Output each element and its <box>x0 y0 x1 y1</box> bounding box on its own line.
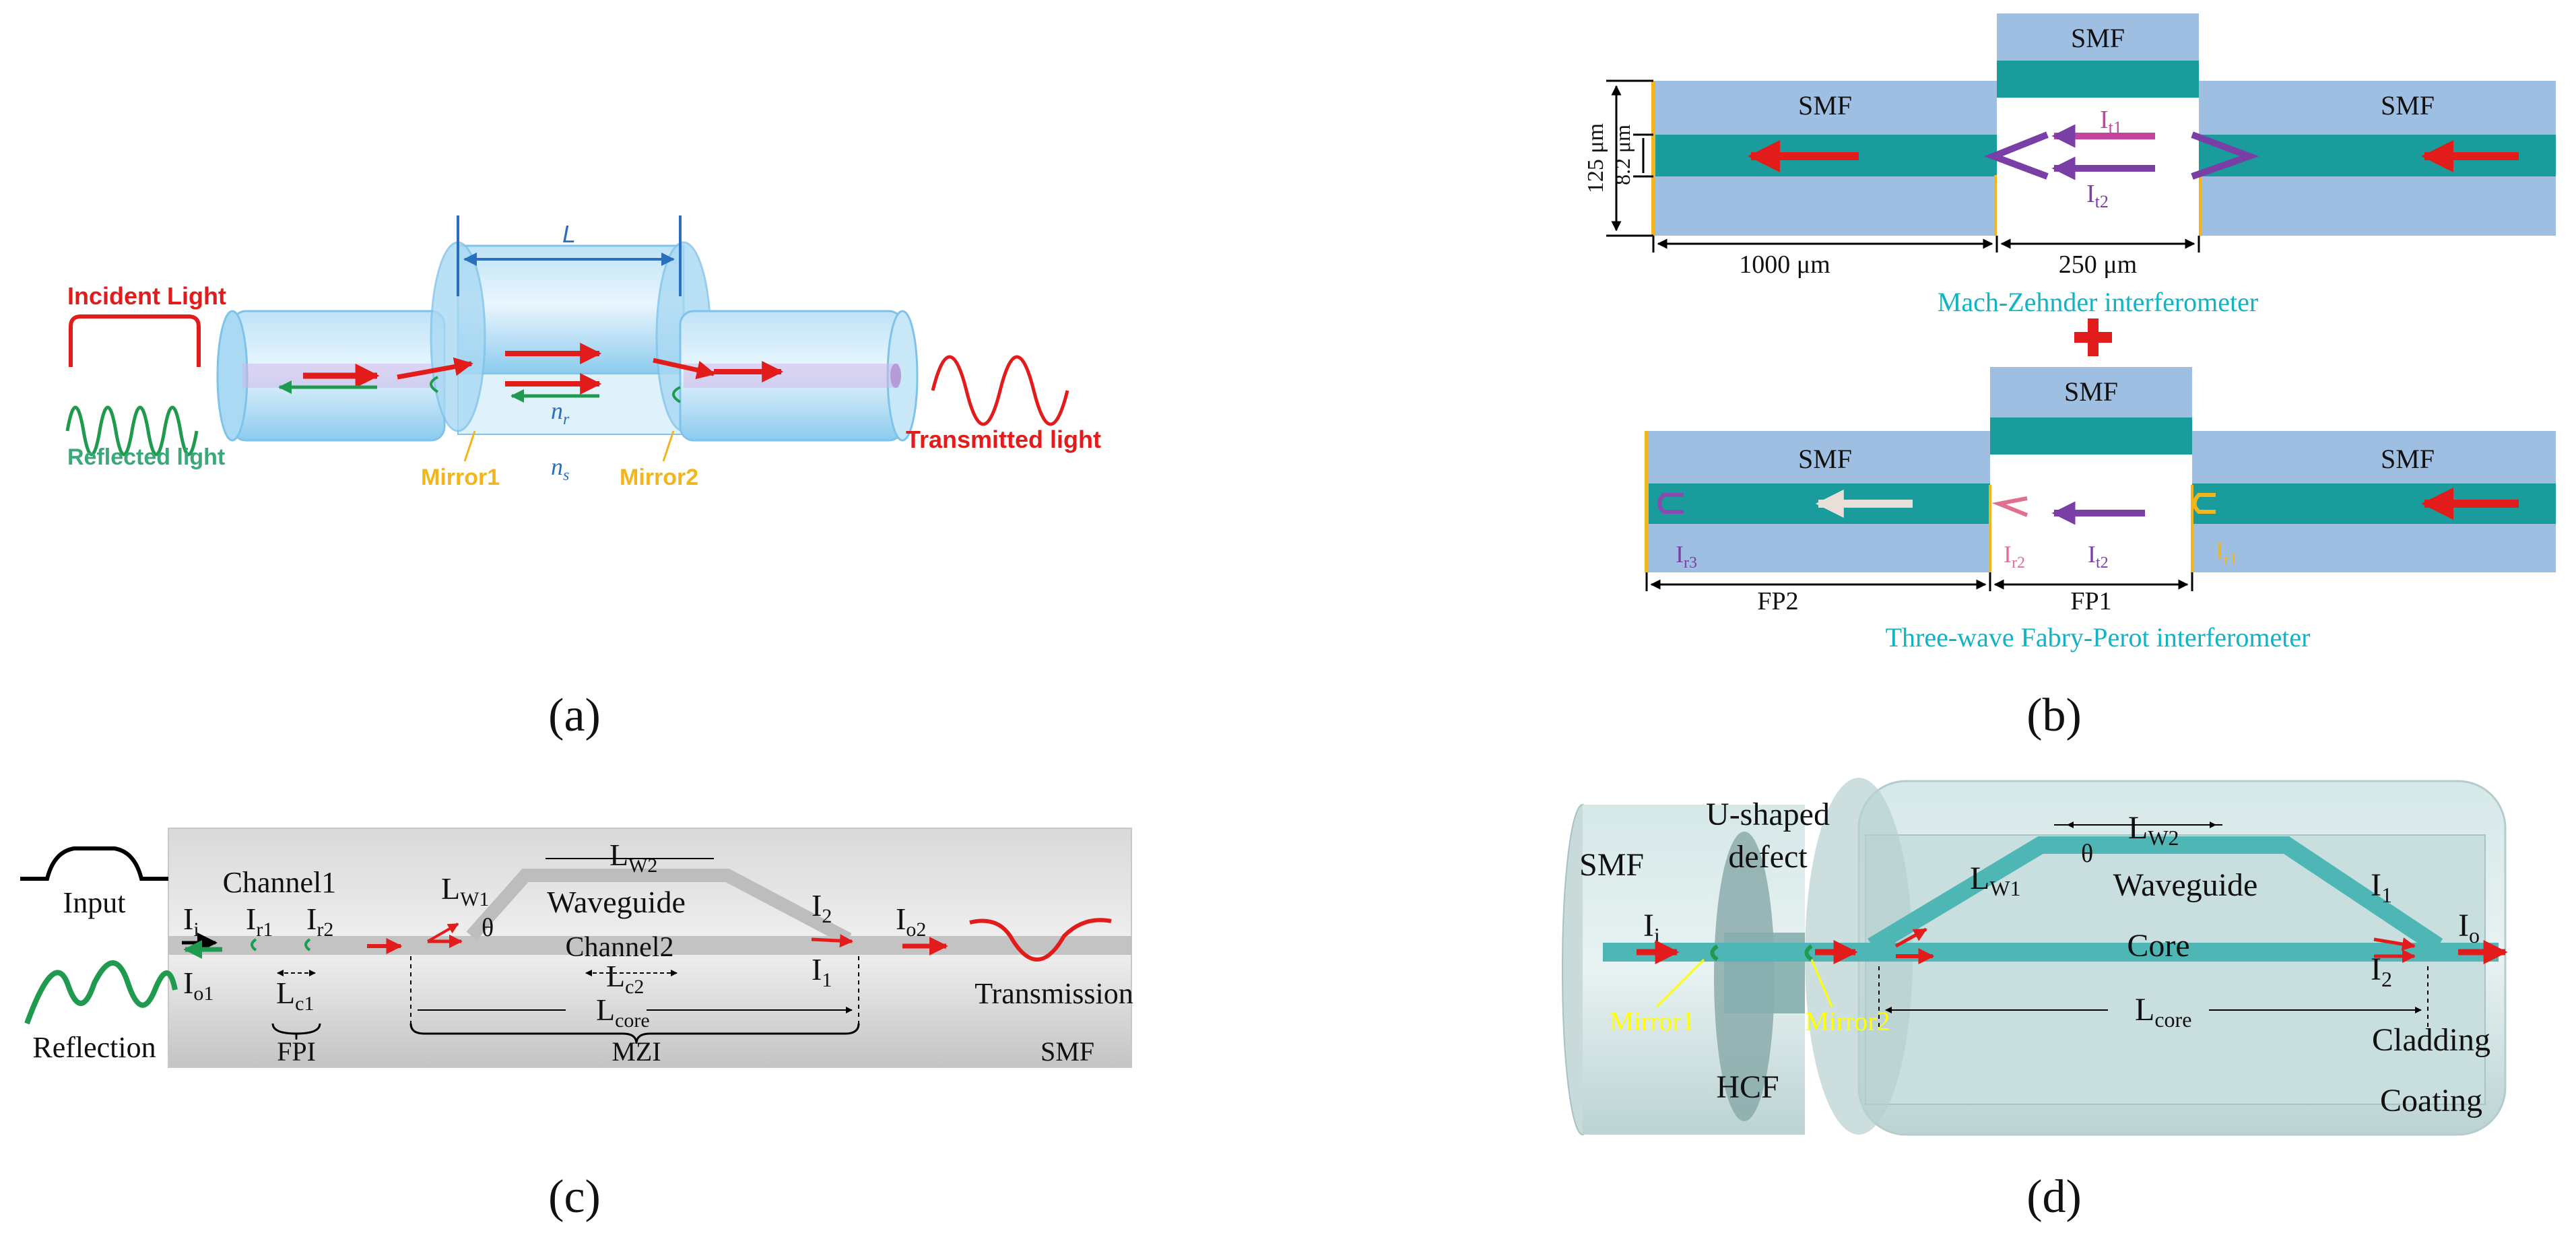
u-shaped-label: U-shaped <box>1706 797 1830 832</box>
Lcore-label: Lcore <box>596 993 650 1032</box>
theta-label: θ <box>2081 840 2093 868</box>
mirror1-label: Mirror1 <box>421 465 500 490</box>
reflected-wave-icon <box>65 405 199 457</box>
panel-b: SMF SMF SMF It1 It2 125 μm 8.2 μm 1000 μ… <box>1583 13 2556 652</box>
fiber-core <box>168 936 1131 955</box>
dim-1000-label: 1000 μm <box>1739 250 1830 279</box>
mzi-smf-top-label: SMF <box>2071 23 2125 53</box>
Ii-label: Ii <box>1643 908 1660 947</box>
mzi-smf-right-label: SMF <box>2381 90 2435 121</box>
dim-250-label: 250 μm <box>2059 250 2137 279</box>
waveguide-label: Waveguide <box>547 885 686 919</box>
Ir1-label: Ir1 <box>2216 537 2237 568</box>
core-label: Core <box>2127 928 2189 964</box>
coating-label: Coating <box>2380 1083 2482 1118</box>
reflection-label: Reflection <box>32 1031 156 1064</box>
incident-pulse-icon <box>69 314 201 367</box>
transmission-wave-icon <box>969 918 1112 962</box>
waveguide <box>1868 836 2443 954</box>
caption-a: (a) <box>548 690 601 741</box>
panel-a: L nr ns Incident Light Reflected light T… <box>65 215 1101 490</box>
fp-smf-top-label: SMF <box>2064 376 2118 407</box>
Io2-label: Io2 <box>896 902 926 941</box>
mzi-smf-left-label: SMF <box>1798 90 1852 121</box>
fp2-label: FP2 <box>1757 587 1798 615</box>
Lc1-label: Lc1 <box>276 976 314 1015</box>
panel-d: SMF U-shaped defect HCF Waveguide Core C… <box>1562 778 2508 1136</box>
hcf-label: HCF <box>1716 1069 1779 1105</box>
dim-125-label: 125 μm <box>1583 123 1608 193</box>
smf-label: SMF <box>1579 847 1644 883</box>
channel1-label: Channel1 <box>223 866 337 899</box>
It2-label: It2 <box>2086 180 2109 211</box>
fp-smf-right-label: SMF <box>2381 444 2435 474</box>
Lcore-label: Lcore <box>2135 992 2191 1032</box>
caption-b: (b) <box>2026 690 2082 741</box>
LW2-label: LW2 <box>2128 810 2179 850</box>
I1-label: I1 <box>812 952 832 991</box>
mirror2-label: Mirror2 <box>620 465 698 490</box>
L-label: L <box>562 220 576 248</box>
transmitted-label: Transmitted light <box>906 426 1101 453</box>
I2-label: I2 <box>812 888 832 927</box>
It2-fp-label: It2 <box>2088 541 2109 572</box>
mirror2-label: Mirror2 <box>1805 1006 1890 1036</box>
reflection-wave-icon <box>24 960 178 1025</box>
channel2-label: Channel2 <box>566 932 674 963</box>
dim-82-label: 8.2 μm <box>1610 125 1634 185</box>
fp-label: Three-wave Fabry-Perot interferometer <box>1886 622 2311 652</box>
mirror1-label: Mirror1 <box>1610 1006 1695 1036</box>
caption-c: (c) <box>548 1171 601 1223</box>
Io1-label: Io1 <box>183 966 213 1005</box>
transmission-label: Transmission <box>975 977 1133 1010</box>
caption-d: (d) <box>2026 1171 2082 1223</box>
LW1-label: LW1 <box>1970 861 2021 900</box>
incident-label: Incident Light <box>67 282 226 310</box>
panel-c: Input Reflection Transmission Channel1 C… <box>20 828 1133 1068</box>
Io-label: Io <box>2458 908 2480 947</box>
theta-label: θ <box>482 914 494 942</box>
smf-label: SMF <box>1041 1036 1094 1067</box>
nr-label: nr <box>551 397 570 428</box>
It1-label: It1 <box>2100 106 2122 137</box>
input-label: Input <box>63 886 126 919</box>
input-pulse-icon <box>20 846 168 881</box>
core <box>1603 943 2499 962</box>
mzi-label: Mach-Zehnder interferometer <box>1938 287 2258 317</box>
defect-label: defect <box>1728 839 1808 875</box>
fp1-label: FP1 <box>2070 587 2111 615</box>
I2-label: I2 <box>2371 951 2392 991</box>
cladding-label: Cladding <box>2372 1022 2490 1058</box>
Ir2-label: Ir2 <box>2004 541 2025 572</box>
Ir1-label: Ir1 <box>246 902 273 941</box>
transmitted-wave-icon <box>931 355 1069 426</box>
I1-label: I1 <box>2371 867 2392 907</box>
fpi-label: FPI <box>277 1036 316 1067</box>
fp-smf-left-label: SMF <box>1798 444 1852 474</box>
ns-label: ns <box>551 453 569 484</box>
Ir2-label: Ir2 <box>306 902 333 941</box>
waveguide-label: Waveguide <box>2113 867 2258 903</box>
reflected-label: Reflected light <box>67 444 225 470</box>
Ir3-label: Ir3 <box>1676 541 1697 572</box>
Ii-label: Ii <box>183 902 199 941</box>
LW1-label: LW1 <box>441 871 489 910</box>
